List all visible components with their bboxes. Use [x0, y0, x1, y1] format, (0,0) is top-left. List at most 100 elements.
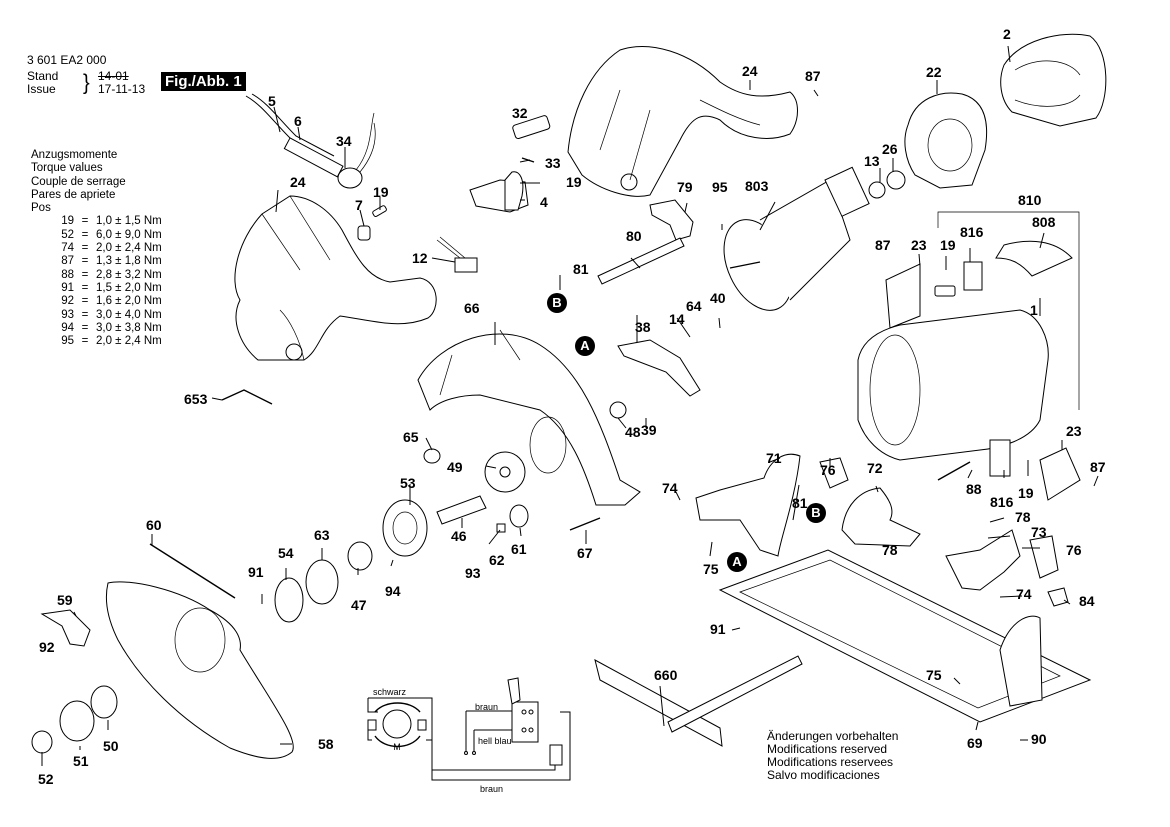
torque-value: 2,8 ± 3,2 Nm	[96, 268, 162, 281]
part-number: 3 601 EA2 000	[27, 53, 107, 67]
callout-5: 5	[268, 93, 276, 109]
callout-12: 12	[412, 250, 428, 266]
callout-79: 79	[677, 179, 693, 195]
callout-60: 60	[146, 517, 162, 533]
issue-value: 17-11-13	[98, 82, 146, 96]
torque-heading: Pos	[31, 202, 51, 215]
torque-row: 91=1,5 ± 2,0 Nm	[54, 282, 162, 295]
callout-816: 816	[960, 224, 984, 240]
brush-cover-drawing	[995, 240, 1073, 277]
callout-49: 49	[447, 459, 463, 475]
callout-40: 40	[710, 290, 726, 306]
torque-position: 94	[61, 321, 74, 334]
torque-heading: Couple de serrage	[31, 175, 126, 188]
pin-drawing	[569, 517, 601, 531]
field-coil-drawing	[1000, 33, 1107, 127]
callout-26: 26	[882, 141, 898, 157]
wiring-hell-blau: hell blau	[478, 736, 512, 746]
wiring-schwarz: schwarz	[373, 687, 407, 697]
callout-46: 46	[451, 528, 467, 544]
torque-heading: Pares de apriete	[31, 188, 116, 201]
torque-table: Anzugsmomente Torque values Couple de se…	[31, 149, 162, 348]
wiring-motor-label: M	[393, 742, 401, 752]
equals-sign: =	[81, 295, 89, 308]
callout-19: 19	[373, 184, 389, 200]
equals-sign: =	[81, 255, 89, 268]
callout-64: 64	[686, 298, 702, 314]
callout-2: 2	[1003, 26, 1011, 42]
wiring-braun-bottom: braun	[480, 784, 504, 794]
motor-housing-drawing	[857, 309, 1049, 461]
callout-73: 73	[1031, 524, 1047, 540]
torque-value: 2,0 ± 2,4 Nm	[96, 242, 162, 255]
lever-plate-drawing	[617, 339, 701, 397]
torque-row: 52=6,0 ± 9,0 Nm	[54, 229, 162, 242]
callout-74: 74	[1016, 586, 1032, 602]
callout-76: 76	[1066, 542, 1082, 558]
torque-position: 92	[61, 295, 74, 308]
callout-54: 54	[278, 545, 294, 561]
callout-87: 87	[875, 237, 891, 253]
outer-flange-drawing	[59, 700, 95, 742]
callout-78: 78	[882, 542, 898, 558]
inner-flange-drawing	[90, 685, 118, 719]
figure-badge: Fig./Abb. 1	[161, 72, 246, 91]
end-cap-drawing	[885, 263, 921, 329]
upper-housing-drawing	[567, 46, 798, 197]
equals-sign: =	[81, 281, 89, 294]
torque-row: 87=1,3 ± 1,8 Nm	[54, 255, 162, 268]
torque-value: 6,0 ± 9,0 Nm	[96, 228, 162, 241]
callout-22: 22	[926, 64, 942, 80]
callout-33: 33	[545, 155, 561, 171]
parallel-guide-drawing	[594, 655, 803, 747]
stand-value: 14-01	[98, 69, 129, 83]
torque-position: 93	[61, 308, 74, 321]
callout-24: 24	[742, 63, 758, 79]
callout-34: 34	[336, 133, 352, 149]
torque-row: 92=1,6 ± 2,0 Nm	[54, 295, 162, 308]
callout-810: 810	[1018, 192, 1042, 208]
brace: }	[83, 70, 90, 96]
callout-88: 88	[966, 481, 982, 497]
torque-value: 3,0 ± 4,0 Nm	[96, 308, 162, 321]
callout-19: 19	[940, 237, 956, 253]
callout-803: 803	[745, 178, 769, 194]
note-line: Änderungen vorbehalten	[767, 729, 899, 743]
clamping-screw-drawing	[31, 730, 53, 754]
callout-94: 94	[385, 583, 401, 599]
ring-drawing	[305, 559, 339, 605]
callout-47: 47	[351, 597, 367, 613]
callout-1: 1	[1030, 302, 1038, 318]
torque-row: 94=3,0 ± 3,8 Nm	[54, 322, 162, 335]
armature-drawing	[723, 166, 870, 311]
callout-39: 39	[641, 422, 657, 438]
callout-23: 23	[1066, 423, 1082, 439]
torque-heading: Torque values	[31, 162, 103, 175]
callout-59: 59	[57, 592, 73, 608]
torque-row: 19=1,0 ± 1,5 Nm	[54, 215, 162, 228]
callout-52: 52	[38, 771, 54, 787]
equals-sign: =	[81, 321, 89, 334]
callout-69: 69	[967, 735, 983, 751]
torque-position: 87	[61, 255, 74, 268]
reference-marker-a: A	[575, 336, 595, 356]
callout-48: 48	[625, 424, 641, 440]
rod-drawing	[597, 237, 685, 285]
callout-24: 24	[290, 174, 306, 190]
callout-51: 51	[73, 753, 89, 769]
reference-marker-b: B	[547, 293, 567, 313]
torque-position: 74	[61, 242, 74, 255]
gear-drawing	[484, 451, 526, 493]
callout-58: 58	[318, 736, 334, 752]
callout-67: 67	[577, 545, 593, 561]
equals-sign: =	[81, 242, 89, 255]
torque-value: 2,0 ± 2,4 Nm	[96, 335, 162, 348]
torque-position: 52	[61, 228, 74, 241]
callout-63: 63	[314, 527, 330, 543]
bearing-drawing	[868, 181, 886, 199]
callout-75: 75	[926, 667, 942, 683]
callout-23: 23	[911, 237, 927, 253]
callout-6: 6	[294, 113, 302, 129]
